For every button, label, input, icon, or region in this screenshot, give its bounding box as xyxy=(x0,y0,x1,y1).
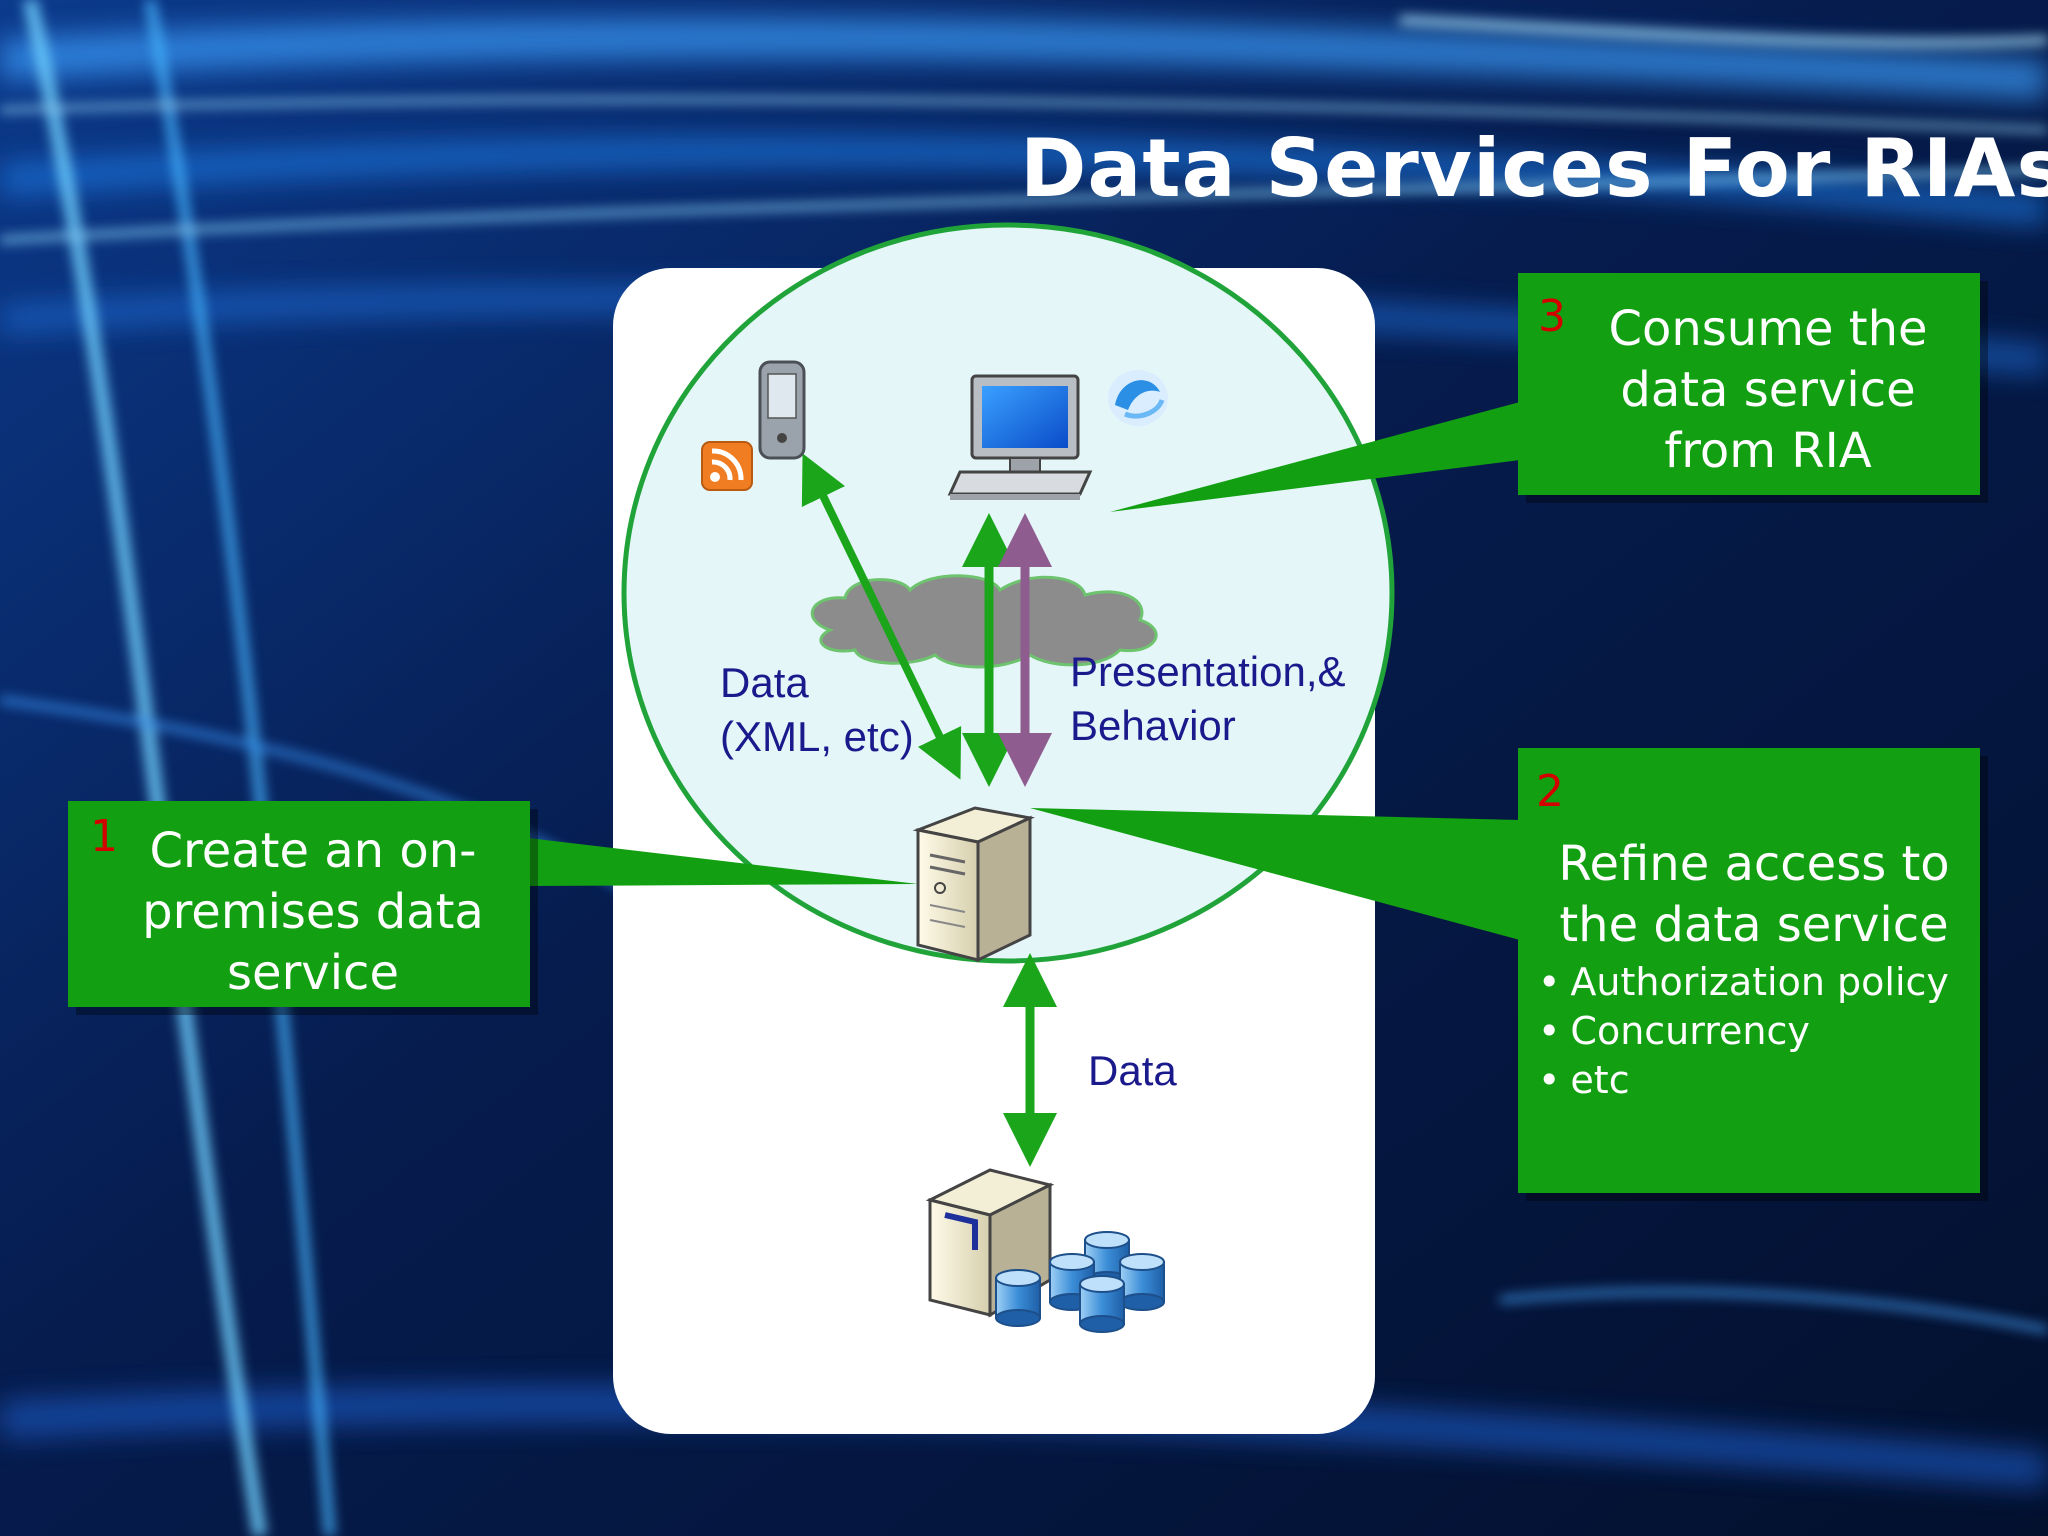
callout-create-line: service xyxy=(227,945,399,1001)
callout-consume-line: data service xyxy=(1620,362,1916,418)
callout-refine-line: the data service xyxy=(1559,897,1949,953)
silverlight-icon xyxy=(1108,370,1168,426)
callout-refine-number: 2 xyxy=(1536,766,1564,817)
bullet-item: etc xyxy=(1538,1056,1949,1105)
callout-create-line: premises data xyxy=(142,884,484,940)
mobile-device-icon xyxy=(758,360,806,460)
label-data-bottom: Data xyxy=(1088,1047,1177,1094)
callout-create: 1 Create an on- premises data service xyxy=(68,801,530,1007)
database-server-icon xyxy=(925,1168,1165,1333)
callout-refine: 2 Refine access to the data service Auth… xyxy=(1518,748,1980,1193)
bullet-item: Authorization policy xyxy=(1538,958,1948,1007)
slide-title: Data Services For RIAs xyxy=(1020,122,2048,215)
callout-refine-line: Refine access to xyxy=(1558,836,1950,892)
callout-create-line: Create an on- xyxy=(149,823,477,879)
callout-create-text: Create an on- premises data service xyxy=(108,821,518,1004)
server-icon xyxy=(912,806,1035,963)
callout-consume: 3 Consume the data service from RIA xyxy=(1518,273,1980,495)
callout-consume-number: 3 xyxy=(1538,291,1566,342)
label-presentation-line2: Behavior xyxy=(1070,702,1236,749)
callout-consume-text: Consume the data service from RIA xyxy=(1548,299,1988,482)
callout-refine-bullets: Authorization policy Concurrency etc xyxy=(1538,958,1949,1105)
arrow-data-mobile xyxy=(801,453,962,780)
callout-consume-line: from RIA xyxy=(1664,423,1872,479)
callout-create-number: 1 xyxy=(90,811,118,862)
callout-pointer-consume xyxy=(1110,402,1520,512)
callout-refine-text: Refine access to the data service xyxy=(1528,834,1980,956)
label-data-xml-line2: (XML, etc) xyxy=(720,713,914,760)
callout-pointer-create xyxy=(528,838,918,886)
bullet-item: Concurrency xyxy=(1538,1007,1949,1056)
label-data-xml-line1: Data xyxy=(720,659,809,706)
label-presentation: Presentation,& Behavior xyxy=(1070,645,1346,753)
callout-pointer-refine xyxy=(1030,808,1520,940)
callout-consume-line: Consume the xyxy=(1608,301,1928,357)
label-presentation-line1: Presentation,& xyxy=(1070,648,1346,695)
desktop-computer-icon xyxy=(947,374,1093,500)
rss-icon xyxy=(701,441,753,491)
label-data-xml: Data (XML, etc) xyxy=(720,656,914,764)
